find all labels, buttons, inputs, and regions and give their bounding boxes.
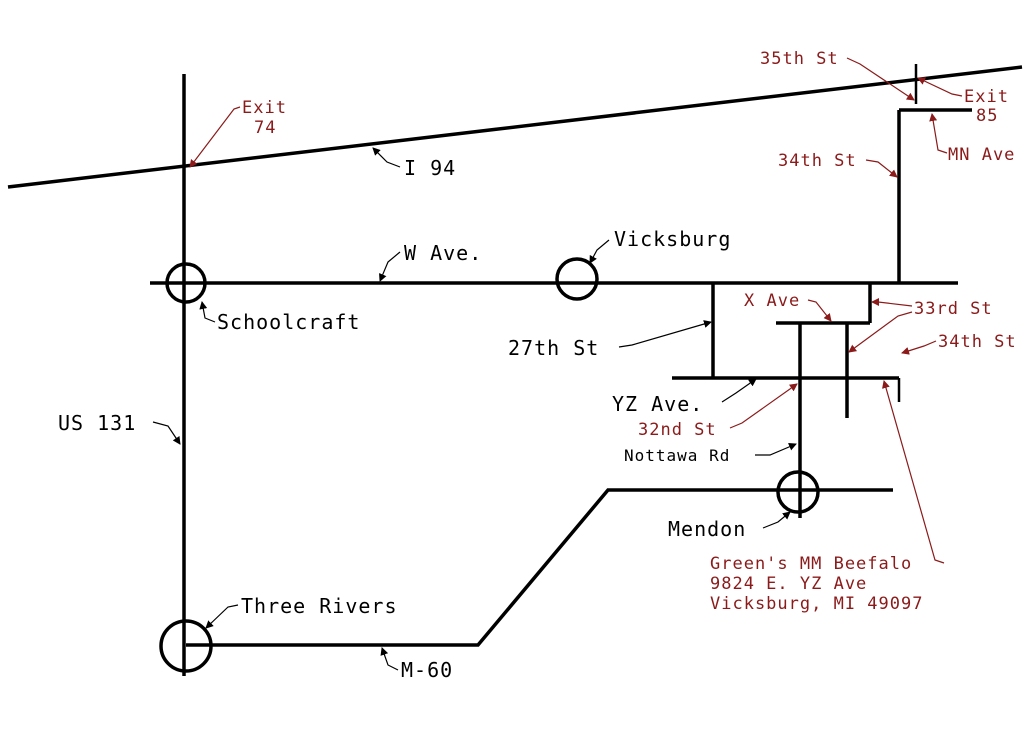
leader-33rd-st-b [848,311,913,353]
label-mn-ave: MN Ave [948,145,1015,165]
leader-vicksburg [589,239,610,264]
road-i94 [7,65,1023,189]
label-mendon: Mendon [668,517,746,541]
leader-mn-ave [929,113,948,154]
label-27th-st: 27th St [508,336,599,360]
leader-32nd-st [729,383,798,429]
town-three-rivers-marker [159,619,213,673]
label-34th-st-upper: 34th St [778,151,857,171]
town-mendon-marker [776,470,820,514]
label-x-ave: X Ave [744,291,800,311]
leader-us131 [152,421,181,445]
leader-w-ave [379,251,401,282]
label-nottawa-rd: Nottawa Rd [624,446,730,465]
label-i94: I 94 [404,156,456,180]
label-schoolcraft: Schoolcraft [217,310,360,334]
destination-city: Vicksburg, MI 49097 [710,594,923,614]
label-34th-st-lower: 34th St [938,332,1017,352]
label-m60: M-60 [401,658,453,682]
label-exit74-line1: Exit [242,98,287,118]
leader-exit74 [189,106,241,168]
destination-street: 9824 E. YZ Ave [710,574,867,594]
leader-yz-ave [721,378,757,403]
leader-m60 [380,647,399,671]
label-three-rivers: Three Rivers [241,594,398,618]
label-yz-ave: YZ Ave. [612,392,703,416]
leader-nottawa [755,443,797,456]
leader-35th-st [846,57,915,101]
town-vicksburg-marker [555,257,599,301]
town-schoolcraft-marker [165,262,207,304]
leader-mendon [762,511,791,529]
label-us131: US 131 [58,411,136,435]
leader-schoolcraft [199,301,216,323]
destination-name: Green's MM Beefalo [710,554,912,574]
leader-27th-st [618,320,712,348]
label-32nd-st: 32nd St [638,420,717,440]
leader-33rd-st-a [871,298,913,307]
leader-i94 [372,147,401,168]
leader-34th-st-upper [865,159,898,178]
label-33rd-st: 33rd St [914,299,993,319]
label-vicksburg: Vicksburg [614,227,731,251]
leader-three-rivers [205,604,239,629]
leader-34th-st-lower [901,340,937,355]
label-w-ave: W Ave. [404,241,482,265]
label-35th-st: 35th St [760,49,839,69]
label-exit85-line1: Exit [964,87,1009,107]
leader-x-ave [807,299,832,322]
label-exit85-line2: 85 [976,106,998,126]
label-exit74-line2: 74 [254,118,276,138]
leader-destination [882,380,945,564]
leader-exit85 [917,77,963,97]
road-m60 [186,488,893,647]
